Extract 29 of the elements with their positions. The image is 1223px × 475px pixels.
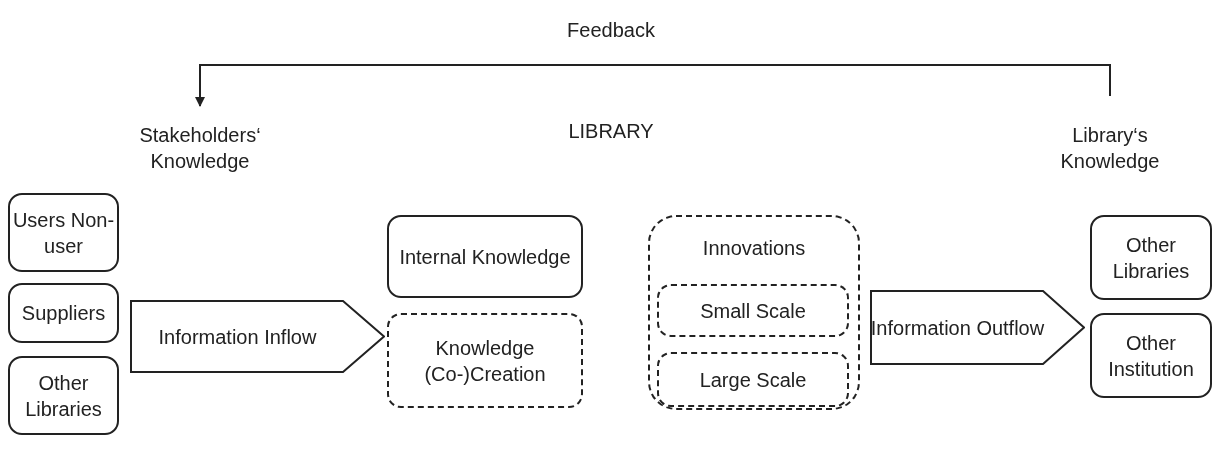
rounded-box (8, 283, 119, 343)
node-text: Small Scale (700, 298, 806, 324)
node-text: Library‘s Knowledge (1059, 123, 1161, 174)
pentagon-arrow-box (870, 290, 1085, 365)
node-text: Users Non-user (11, 207, 116, 259)
dashed-rounded-box (657, 352, 849, 407)
node-text: Innovations (702, 236, 806, 261)
node-text: Suppliers (21, 301, 106, 326)
edge-label: Feedback (566, 18, 656, 43)
rounded-box (387, 215, 583, 298)
node-text: Other Libraries (24, 370, 103, 422)
node-text: Large Scale (699, 367, 807, 393)
node-text: Internal Knowledge (399, 244, 571, 270)
heading-label: LIBRARY (567, 119, 655, 144)
node-text: Other Libraries (1111, 232, 1191, 284)
node-text: Stakeholders‘ Knowledge (138, 123, 262, 174)
pentagon-arrow-box (130, 300, 385, 373)
rounded-box (8, 356, 119, 435)
node-text: Information Outflow (870, 315, 1046, 341)
rounded-box (1090, 313, 1212, 398)
rounded-box (1090, 215, 1212, 300)
dashed-group-box (648, 215, 860, 410)
rounded-box (8, 193, 119, 272)
dashed-rounded-box (387, 313, 583, 408)
feedback-arrow (195, 64, 1111, 107)
node-text: Knowledge (Co-)Creation (423, 335, 547, 387)
node-text: Information Inflow (158, 324, 318, 350)
node-text: Other Institution (1107, 330, 1195, 382)
dashed-rounded-box (657, 284, 849, 337)
